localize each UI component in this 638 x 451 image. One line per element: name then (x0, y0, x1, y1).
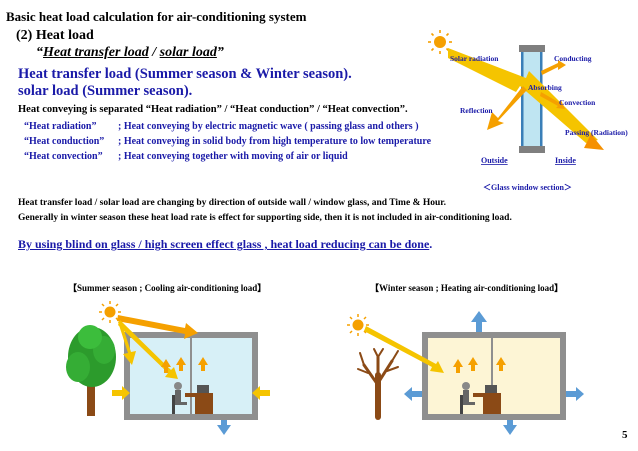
winter-illustration (347, 311, 584, 435)
winter-heat-arrow-3 (496, 357, 506, 371)
winter-heat-arrow-1 (453, 359, 463, 373)
solar-ray-arrow (448, 48, 598, 143)
page-number: 5 (622, 429, 628, 441)
tree-icon (66, 325, 116, 416)
subtitle-heat-transfer: Heat transfer load (43, 45, 149, 60)
winter-arrow-right (566, 387, 584, 401)
label-passing: Passing (Radiation) (565, 128, 628, 137)
definition-conduction-term: “Heat conduction” (24, 136, 105, 147)
definition-radiation-term: “Heat radiation” (24, 121, 97, 132)
definition-radiation-desc: ; Heat conveying by electric magnetic wa… (118, 121, 419, 132)
frame-top (519, 45, 545, 52)
bare-tree-icon (357, 348, 399, 420)
page-title: Basic heat load calculation for air-cond… (6, 9, 307, 24)
winter-floor (422, 414, 566, 420)
winter-arrow-left (404, 387, 422, 401)
summer-ray-wall (118, 321, 136, 365)
frame-bottom (519, 146, 545, 153)
person-at-desk-icon (172, 382, 213, 414)
blind-note: By using blind on glass / high screen ef… (18, 237, 432, 252)
winter-person-at-desk-icon (460, 382, 501, 414)
winter-ray-window (364, 326, 444, 373)
reflection-arrow (487, 86, 527, 130)
diagram-caption: ＜Glass window section＞ (483, 183, 572, 192)
winter-wall-left (422, 332, 428, 420)
summer-arrow-floor (217, 420, 231, 435)
summer-caption: 【Summer season ; Cooling air-conditionin… (68, 283, 267, 293)
summer-floor (124, 414, 258, 420)
winter-wall-right (560, 332, 566, 420)
conveying-intro: Heat conveying is separated “Heat radiat… (18, 104, 408, 115)
heading-line-1: Heat transfer load (Summer season & Wint… (18, 66, 352, 82)
definition-convection-desc: ; Heat conveying together with moving of… (118, 151, 348, 162)
section-heading: (2) Heat load (16, 28, 94, 43)
summer-heat-arrow-2 (176, 357, 186, 371)
winter-heat-arrow-2 (468, 357, 478, 371)
glass-window-diagram: Solar radiation Conducting Absorbing Con… (428, 30, 628, 192)
definition-conduction-desc: ; Heat conveying in solid body from high… (118, 136, 432, 147)
convection-arrow (540, 92, 565, 109)
summer-heat-arrow-3 (198, 357, 208, 371)
subtitle: “Heat transfer load / solar load” (36, 45, 224, 61)
winter-sun-icon (347, 314, 369, 336)
definition-convection-term: “Heat convection” (24, 151, 103, 162)
winter-arrow-roof (471, 311, 487, 332)
label-outside: Outside (481, 156, 508, 165)
label-inside: Inside (555, 156, 576, 165)
summer-illustration (66, 301, 270, 435)
subtitle-separator: / (148, 45, 160, 60)
summer-sun-icon (99, 301, 121, 323)
sun-icon (428, 30, 452, 54)
blind-note-period: . (429, 237, 433, 251)
winter-caption: 【Winter season ; Heating air-conditionin… (370, 283, 564, 293)
blind-note-text: By using blind on glass / high screen ef… (18, 237, 430, 251)
label-reflection: Reflection (460, 106, 493, 115)
label-convection: Convection (559, 98, 596, 107)
summer-arrow-right (252, 386, 270, 400)
subtitle-solar-load: solar load (159, 45, 217, 60)
summer-wall-right (252, 332, 258, 420)
note-line-1: Heat transfer load / solar load are chan… (18, 198, 446, 208)
passing-arrow-head (584, 134, 604, 150)
label-conducting: Conducting (554, 54, 592, 63)
winter-arrow-floor (503, 420, 517, 435)
summer-arrow-left (112, 386, 130, 400)
heading-line-2: solar load (Summer season). (18, 83, 193, 99)
quote-close: ” (216, 45, 224, 60)
winter-ceiling (422, 332, 566, 338)
note-line-2: Generally in winter season these heat lo… (18, 213, 512, 223)
summer-wall-left (124, 332, 130, 420)
quote-open: “ (36, 45, 43, 60)
glass-pane-outer (521, 52, 524, 146)
label-absorbing: Absorbing (528, 83, 562, 92)
label-solar-radiation: Solar radiation (450, 54, 499, 63)
summer-heat-arrow-1 (161, 359, 171, 373)
conducting-arrow (541, 60, 566, 75)
summer-ray-roof (117, 315, 198, 339)
